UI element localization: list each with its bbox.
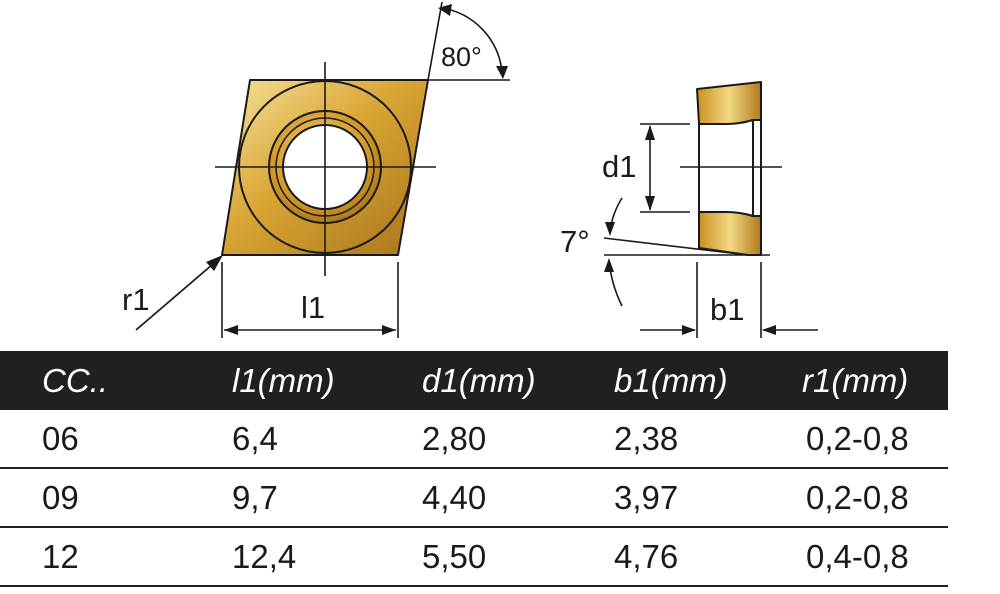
cell-d1: 5,50 — [422, 527, 614, 587]
radius-label: r1 — [122, 282, 150, 317]
thickness-arrow-left — [682, 325, 696, 335]
clearance-arrow-lower — [604, 258, 614, 272]
side-body-lower — [698, 211, 762, 256]
header-l1: l1(mm) — [232, 351, 422, 410]
cell-l1: 12,4 — [232, 527, 422, 587]
header-d1: d1(mm) — [422, 351, 614, 410]
cell-b1: 4,76 — [614, 527, 802, 587]
cell-l1: 9,7 — [232, 468, 422, 528]
cell-r1: 0,2-0,8 — [802, 410, 948, 469]
cell-l1: 6,4 — [232, 410, 422, 469]
front-view: 80° r1 l1 — [122, 1, 510, 338]
bore-arrow-top — [645, 125, 655, 140]
cell-r1: 0,4-0,8 — [802, 527, 948, 587]
cell-b1: 2,38 — [614, 410, 802, 469]
angle-arc — [441, 7, 503, 73]
clearance-angle-label: 7° — [560, 224, 590, 259]
cell-b1: 3,97 — [614, 468, 802, 528]
cell-r1: 0,2-0,8 — [802, 468, 948, 528]
header-b1: b1(mm) — [614, 351, 802, 410]
length-arrow-left — [224, 325, 238, 335]
clearance-edge-line — [603, 237, 749, 256]
cell-cc: 12 — [0, 527, 232, 587]
cell-cc: 06 — [0, 410, 232, 469]
angle-label: 80° — [441, 42, 482, 72]
side-view: d1 7° b1 — [560, 81, 818, 338]
header-r1: r1(mm) — [802, 351, 948, 410]
angle-extension-line — [427, 1, 443, 81]
insert-drawing: 80° r1 l1 d1 — [122, 1, 818, 338]
spec-table: CC.. l1(mm) d1(mm) b1(mm) r1(mm) 06 6,4 … — [0, 351, 948, 587]
side-body-upper — [696, 81, 762, 125]
length-label: l1 — [301, 290, 325, 325]
angle-arrow-bottom — [496, 66, 508, 79]
cell-d1: 2,80 — [422, 410, 614, 469]
length-arrow-right — [382, 325, 396, 335]
bore-label: d1 — [602, 149, 636, 184]
cell-d1: 4,40 — [422, 468, 614, 528]
thickness-arrow-right — [762, 325, 776, 335]
table-row: 09 9,7 4,40 3,97 0,2-0,8 — [0, 468, 948, 528]
thickness-label: b1 — [710, 292, 744, 327]
angle-arrow-top — [438, 4, 452, 16]
radius-leader-line — [135, 257, 221, 331]
cell-cc: 09 — [0, 468, 232, 528]
table-row: 12 12,4 5,50 4,76 0,4-0,8 — [0, 527, 948, 587]
radius-arrow — [206, 255, 223, 271]
clearance-arrow-upper — [605, 222, 615, 236]
table-header-row: CC.. l1(mm) d1(mm) b1(mm) r1(mm) — [0, 351, 948, 410]
bore-arrow-bottom — [645, 196, 655, 211]
table-row: 06 6,4 2,80 2,38 0,2-0,8 — [0, 410, 948, 469]
header-cc: CC.. — [0, 351, 232, 410]
